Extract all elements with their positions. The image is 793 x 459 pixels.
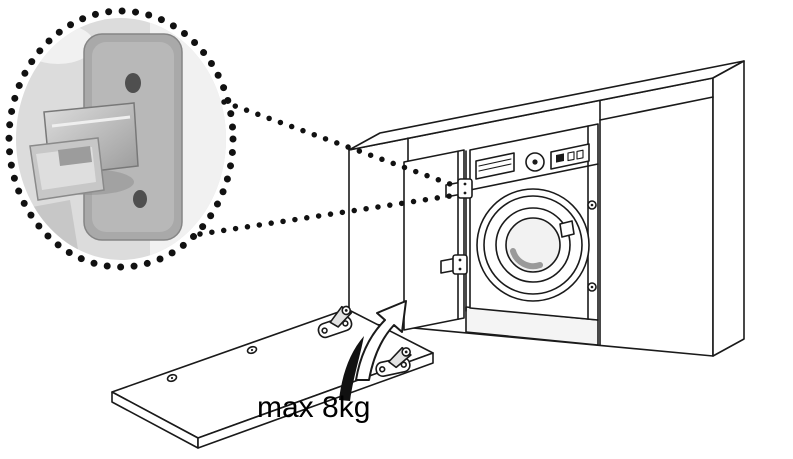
program-knob-marker bbox=[532, 159, 538, 165]
panel-hole bbox=[246, 345, 258, 355]
display-icon bbox=[556, 153, 564, 163]
panel-hinge-top bbox=[317, 305, 353, 339]
drawer-line bbox=[478, 163, 512, 172]
detergent-drawer bbox=[475, 152, 515, 180]
mounting-screw-dot bbox=[590, 285, 594, 289]
cabinet-drawing bbox=[348, 60, 745, 357]
panel-edge-front bbox=[197, 352, 434, 449]
display-digits bbox=[576, 149, 584, 160]
built-in-washing-machine bbox=[465, 123, 599, 346]
drawer-line bbox=[478, 158, 512, 167]
open-cabinet-door bbox=[403, 149, 465, 331]
mounting-screw-dot bbox=[590, 203, 594, 207]
cabinet-right-top-rail bbox=[599, 96, 714, 121]
display bbox=[550, 143, 590, 170]
display-digits bbox=[567, 151, 575, 162]
hinge-detail-inset bbox=[5, 7, 237, 271]
panel-hinge-bottom bbox=[375, 346, 412, 377]
screw-hole bbox=[133, 190, 147, 208]
attach-direction-arrow bbox=[339, 300, 407, 401]
leader-line-top bbox=[221, 99, 453, 187]
machine-hinge-bottom bbox=[440, 254, 468, 275]
porthole-door bbox=[476, 188, 590, 302]
screw-hole bbox=[125, 73, 141, 93]
furniture-door-panel bbox=[111, 305, 434, 449]
drum-shadow bbox=[510, 248, 543, 270]
control-panel-line bbox=[469, 163, 599, 191]
cabinet-right-face bbox=[712, 60, 745, 357]
control-panel bbox=[469, 143, 599, 191]
arrow-outline bbox=[355, 300, 407, 381]
callout-dotted-ring bbox=[5, 7, 237, 271]
door-handle bbox=[559, 220, 575, 238]
hinge-close-up-photo bbox=[16, 18, 226, 260]
callout-leader-lines bbox=[197, 99, 453, 237]
max-load-label: max 8kg bbox=[257, 391, 371, 424]
panel-hole bbox=[166, 373, 178, 383]
motion-swoosh bbox=[339, 336, 364, 401]
